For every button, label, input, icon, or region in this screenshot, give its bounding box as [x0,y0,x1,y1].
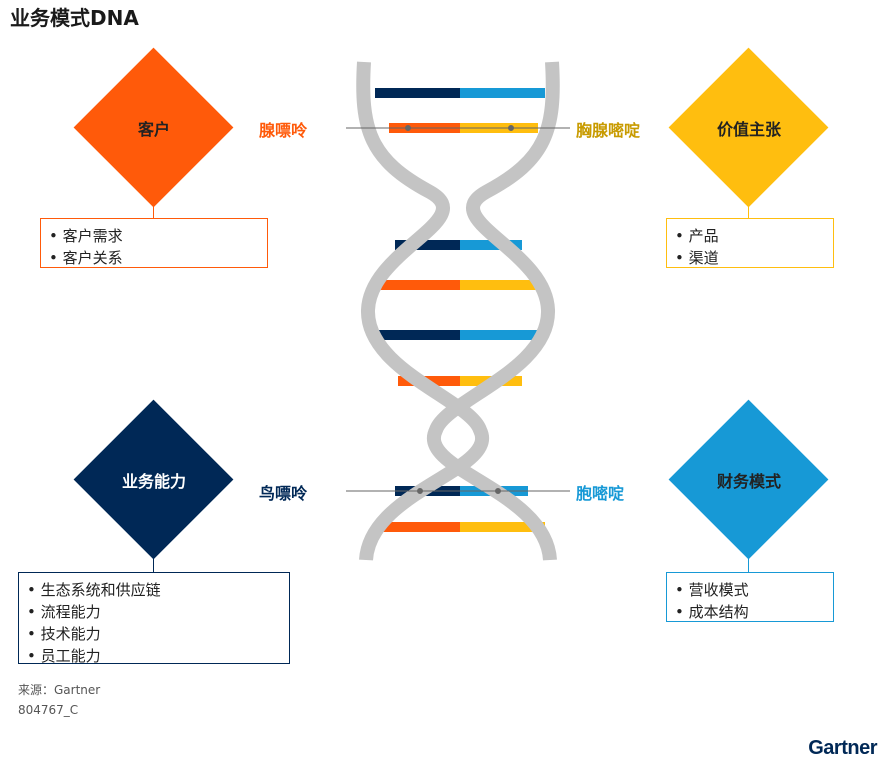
list-item: 技术能力 [27,623,281,645]
base-pair-8-right [460,522,545,532]
helix-strand-right [427,61,560,561]
list-item: 流程能力 [27,601,281,623]
customer-stem [153,203,154,218]
base-pair-3-left [395,240,460,250]
base-pair-1-right [460,88,545,98]
pointer-dot-thymine [508,125,514,131]
list-item: 生态系统和供应链 [27,579,281,601]
list-item: 渠道 [675,247,825,269]
list-item: 客户关系 [49,247,259,269]
list-item: 员工能力 [27,645,281,667]
base-pair-5-right [460,330,542,340]
gartner-logo: Gartner [808,737,877,759]
value-label: 价值主张 [716,120,781,139]
finance-list: 营收模式 成本结构 [666,572,834,622]
value-list: 产品 渠道 [666,218,834,268]
list-item: 营收模式 [675,579,825,601]
capability-label: 业务能力 [121,472,186,491]
base-pair-1-left [375,88,460,98]
page-title: 业务模式DNA [10,6,139,30]
base-pair-3-right [460,240,522,250]
list-item: 客户需求 [49,225,259,247]
helix-strand-left [356,61,489,561]
pointer-dot-cytosine [495,488,501,494]
base-pair-4-right [460,280,542,290]
document-code: 804767_C [18,703,79,717]
customer-diamond: 客户 [73,47,234,208]
label-cytosine: 胞嘧啶 [576,484,625,503]
capability-stem [153,555,154,572]
list-item: 产品 [675,225,825,247]
pointer-dot-adenine [405,125,411,131]
base-pair-5-left [378,330,460,340]
label-guanine: 鸟嘌呤 [259,484,308,503]
pointer-dot-guanine [417,488,423,494]
customer-list: 客户需求 客户关系 [40,218,268,268]
capability-list: 生态系统和供应链 流程能力 技术能力 员工能力 [18,572,290,667]
base-pair-8-left [375,522,460,532]
value-diamond: 价值主张 [668,47,829,208]
list-item: 成本结构 [675,601,825,623]
capability-diamond: 业务能力 [73,399,234,560]
source-note: 来源：Gartner [18,683,101,697]
customer-label: 客户 [137,120,170,139]
finance-diamond: 财务模式 [668,399,829,560]
label-adenine: 腺嘌呤 [259,121,308,140]
label-thymine: 胸腺嘧啶 [576,121,641,140]
finance-label: 财务模式 [716,472,781,491]
base-pair-4-left [378,280,460,290]
helix-strands [356,61,560,561]
pointer-lines [346,125,570,494]
finance-stem [748,555,749,572]
value-stem [748,203,749,218]
